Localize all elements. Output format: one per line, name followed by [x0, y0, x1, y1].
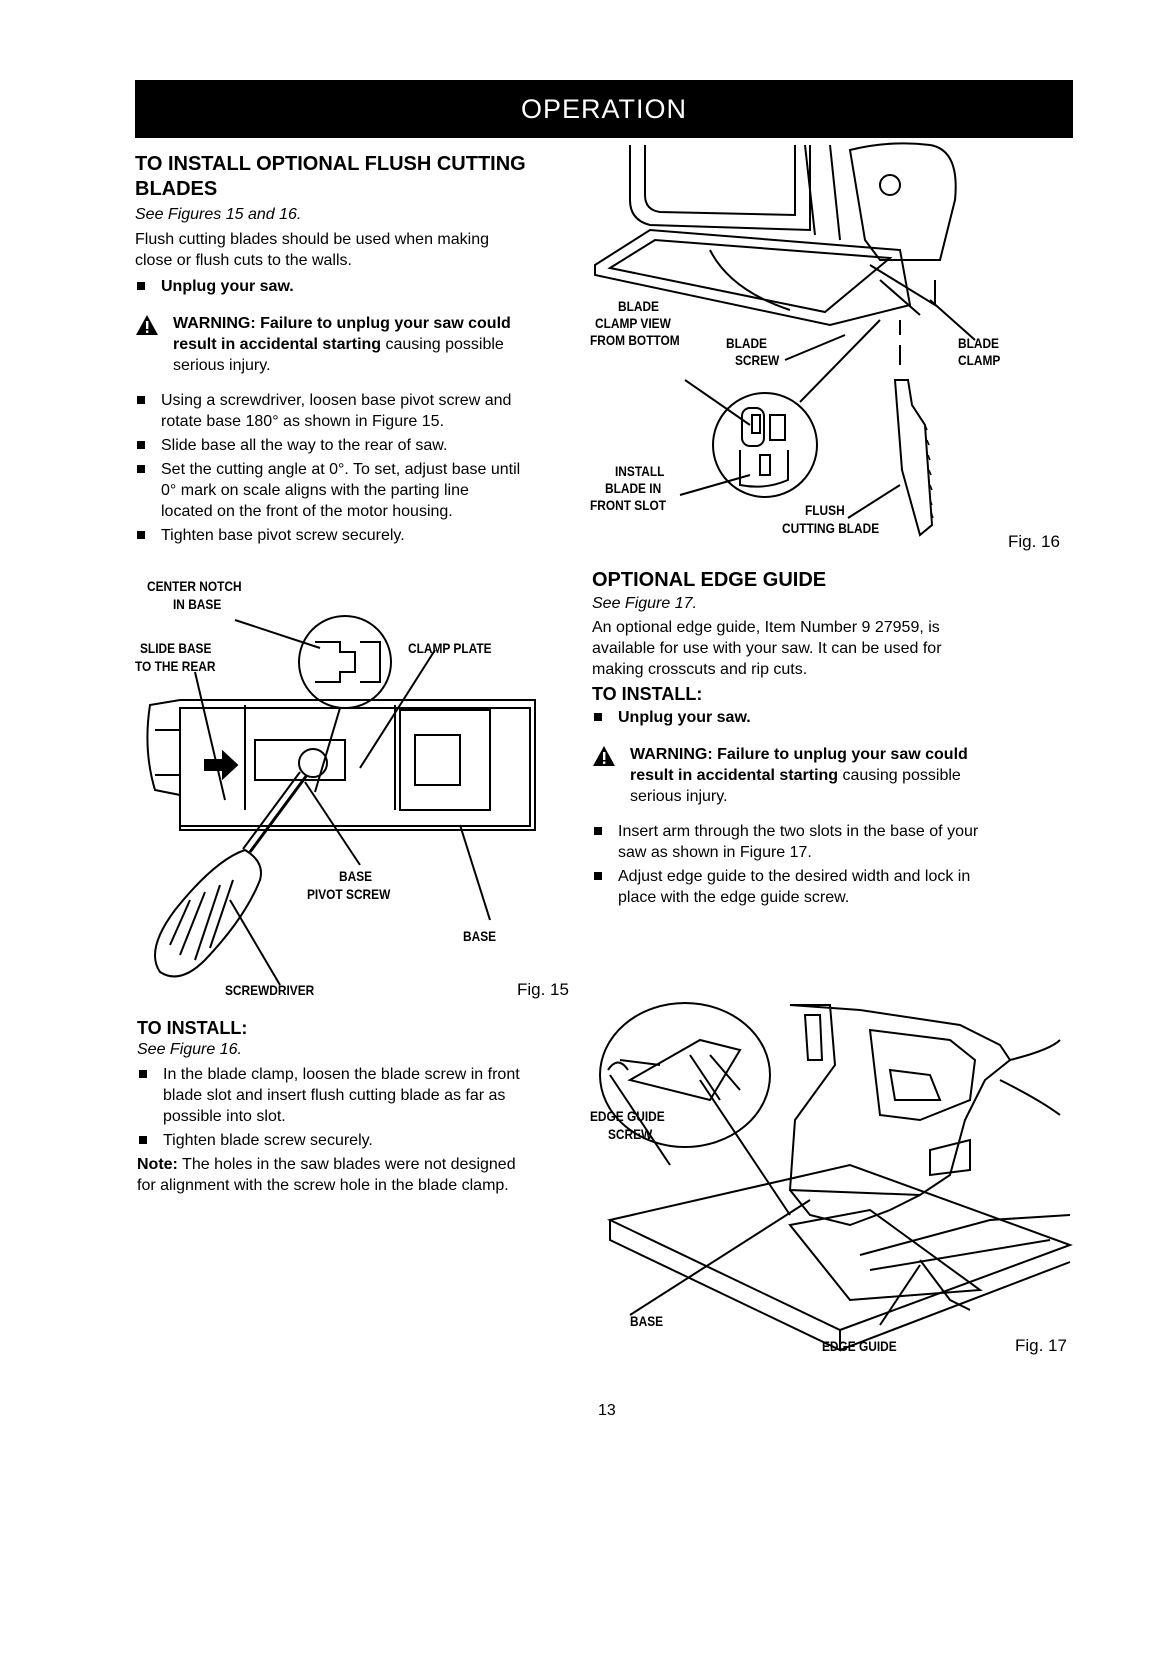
- flush-warning-line-1: WARNING: Failure to unplug your saw coul…: [173, 315, 511, 332]
- install-flush-section: TO INSTALL: See Figure 16. In the blade …: [137, 1017, 577, 1196]
- blade-clamp-view-label-3: FROM BOTTOM: [590, 332, 680, 348]
- base-pivot-label-1: BASE: [339, 868, 373, 884]
- flush-step-4-line-1: Tighten base pivot screw securely.: [161, 527, 405, 544]
- flush-heading-line-1: TO INSTALL OPTIONAL FLUSH CUTTING: [135, 153, 526, 175]
- flush-heading-line-2: BLADES: [135, 178, 218, 200]
- flush-intro-2: close or flush cuts to the walls.: [135, 252, 352, 269]
- note-line-2: for alignment with the screw hole in the…: [137, 1177, 509, 1194]
- blade-clamp-label-1: BLADE: [958, 335, 999, 351]
- figure-15-illustration: [146, 615, 536, 986]
- flush-unplug: Unplug your saw.: [135, 276, 575, 297]
- screwdriver-label: SCREWDRIVER: [225, 982, 315, 998]
- edge-warning-line-1: WARNING: Failure to unplug your saw coul…: [630, 746, 968, 763]
- figure-16: BLADE CLAMP VIEW FROM BOTTOM BLADE SCREW…: [590, 140, 1070, 580]
- blade-clamp-view-label-2: CLAMP VIEW: [595, 315, 671, 331]
- flush-step-2: Slide base all the way to the rear of sa…: [135, 435, 575, 456]
- flush-cutting-blade-label-1: FLUSH: [805, 502, 845, 518]
- edge-warning-line-2-bold: result in accidental starting: [630, 767, 839, 784]
- edge-guide-screw-label-1: EDGE GUIDE: [590, 1108, 665, 1124]
- flush-step-3-line-1: Set the cutting angle at 0°. To set, adj…: [161, 461, 521, 478]
- install-blade-label-2: BLADE IN: [605, 480, 662, 496]
- flush-step-4: Tighten base pivot screw securely.: [135, 525, 575, 546]
- flush-step-3-line-3: located on the front of the motor housin…: [161, 503, 453, 520]
- base-label-fig17: BASE: [630, 1313, 664, 1329]
- install-see-figure: See Figure 16.: [137, 1041, 242, 1058]
- flush-step-1: Using a screwdriver, loosen base pivot s…: [135, 390, 575, 432]
- edge-intro-1: An optional edge guide, Item Number 9 27…: [592, 619, 940, 636]
- note-label: Note:: [137, 1156, 178, 1173]
- base-label: BASE: [463, 928, 497, 944]
- flush-step-2-line-1: Slide base all the way to the rear of sa…: [161, 437, 448, 454]
- flush-step-3-line-2: 0° mark on scale aligns with the parting…: [161, 482, 469, 499]
- edge-guide-section: OPTIONAL EDGE GUIDE See Figure 17. An op…: [592, 568, 1062, 908]
- edge-intro-3: making crosscuts and rip cuts.: [592, 661, 808, 678]
- edge-step-1-line-1: Insert arm through the two slots in the …: [618, 823, 979, 840]
- flush-step-1-line-1: Using a screwdriver, loosen base pivot s…: [161, 392, 512, 409]
- flush-steps: Using a screwdriver, loosen base pivot s…: [135, 390, 575, 546]
- figure-15: CENTER NOTCH IN BASE SLIDE BASE TO THE R…: [135, 578, 585, 1040]
- edge-intro-2: available for use with your saw. It can …: [592, 640, 942, 657]
- edge-heading: OPTIONAL EDGE GUIDE: [592, 569, 827, 591]
- edge-guide-label: EDGE GUIDE: [822, 1338, 897, 1354]
- edge-step-2-line-1: Adjust edge guide to the desired width a…: [618, 868, 971, 885]
- flush-blades-section: TO INSTALL OPTIONAL FLUSH CUTTING BLADES…: [135, 152, 575, 546]
- figure-17-illustration: [599, 1002, 1073, 1352]
- fig-15-caption: Fig. 15: [517, 980, 569, 999]
- edge-warning: WARNING: Failure to unplug your saw coul…: [592, 744, 1062, 807]
- edge-warning-line-2-rest: causing possible: [838, 767, 961, 784]
- edge-step-2-line-2: place with the edge guide screw.: [618, 889, 850, 906]
- flush-step-3: Set the cutting angle at 0°. To set, adj…: [135, 459, 575, 522]
- edge-step-1-line-2: saw as shown in Figure 17.: [618, 844, 812, 861]
- install-note: Note: The holes in the saw blades were n…: [137, 1154, 577, 1175]
- center-notch-label-1: CENTER NOTCH: [147, 578, 242, 594]
- edge-step-2: Adjust edge guide to the desired width a…: [592, 866, 1062, 908]
- flush-see-figures: See Figures 15 and 16.: [135, 206, 302, 223]
- install-step-1: In the blade clamp, loosen the blade scr…: [137, 1064, 577, 1127]
- figure-17: EDGE GUIDE SCREW BASE EDGE GUIDE Fig. 17: [590, 1000, 1073, 1380]
- flush-warning-line-3: serious injury.: [173, 357, 271, 374]
- install-step-2: Tighten blade screw securely.: [137, 1130, 577, 1151]
- warning-icon: [136, 315, 158, 335]
- center-notch-label-2: IN BASE: [173, 596, 222, 612]
- note-line-1: The holes in the saw blades were not des…: [177, 1156, 516, 1173]
- blade-screw-label-2: SCREW: [735, 352, 780, 368]
- flush-cutting-blade-label-2: CUTTING BLADE: [782, 520, 880, 536]
- blade-screw-label-1: BLADE: [726, 335, 767, 351]
- blade-clamp-label-2: CLAMP: [958, 352, 1001, 368]
- install-blade-label-1: INSTALL: [615, 463, 665, 479]
- flush-intro-1: Flush cutting blades should be used when…: [135, 231, 489, 248]
- flush-warning: WARNING: Failure to unplug your saw coul…: [135, 313, 575, 376]
- flush-step-1-line-2: rotate base 180° as shown in Figure 15.: [161, 413, 445, 430]
- install-step-1-line-2: blade slot and insert flush cutting blad…: [163, 1087, 506, 1104]
- blade-clamp-view-label-1: BLADE: [618, 298, 659, 314]
- section-banner: OPERATION: [135, 80, 1073, 138]
- edge-step-1: Insert arm through the two slots in the …: [592, 821, 1062, 863]
- fig-17-caption: Fig. 17: [1015, 1336, 1067, 1355]
- install-step-1-line-3: possible into slot.: [163, 1108, 286, 1125]
- install-blade-label-3: FRONT SLOT: [590, 497, 667, 513]
- edge-steps: Insert arm through the two slots in the …: [592, 821, 1062, 908]
- install-step-2-line-1: Tighten blade screw securely.: [163, 1132, 373, 1149]
- install-heading: TO INSTALL:: [137, 1018, 248, 1038]
- edge-see-figure: See Figure 17.: [592, 595, 697, 612]
- install-step-1-line-1: In the blade clamp, loosen the blade scr…: [163, 1066, 520, 1083]
- edge-install-heading: TO INSTALL:: [592, 684, 703, 704]
- page-number: 13: [598, 1402, 616, 1419]
- fig-16-caption: Fig. 16: [1008, 532, 1060, 551]
- warning-icon: [593, 746, 615, 766]
- edge-warning-line-3: serious injury.: [630, 788, 728, 805]
- figure-16-illustration: [594, 142, 976, 537]
- edge-unplug: Unplug your saw.: [592, 707, 1062, 728]
- flush-warning-line-2-rest: causing possible: [381, 336, 504, 353]
- base-pivot-label-2: PIVOT SCREW: [307, 886, 391, 902]
- slide-base-label-1: SLIDE BASE: [140, 640, 212, 656]
- clamp-plate-label: CLAMP PLATE: [408, 640, 492, 656]
- edge-guide-screw-label-2: SCREW: [608, 1126, 653, 1142]
- flush-warning-line-2-bold: result in accidental starting: [173, 336, 382, 353]
- slide-base-label-2: TO THE REAR: [135, 658, 216, 674]
